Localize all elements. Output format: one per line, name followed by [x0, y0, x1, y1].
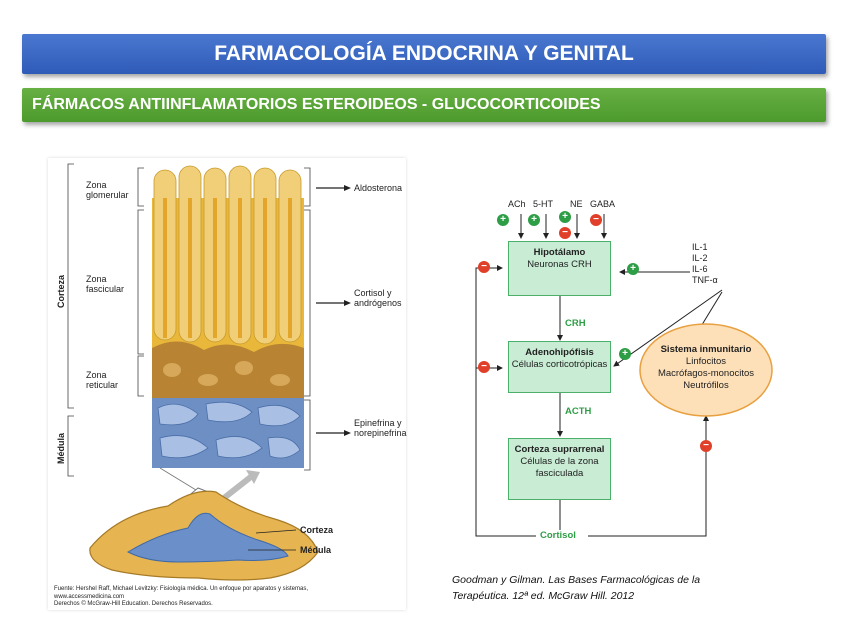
aldosterona-label: Aldosterona — [354, 183, 403, 193]
corteza-title: Corteza suprarrenal — [514, 444, 605, 455]
reference-line-2: Terapéutica. 12ª ed. McGraw Hill. 2012 — [452, 590, 635, 602]
zona-glomerular-label: Zona glomerular — [86, 180, 129, 200]
acth-label: ACTH — [565, 406, 592, 417]
epinefrina-label: Epinefrina y norepinefrina — [354, 418, 407, 438]
zona-reticular-label: Zona reticular — [86, 370, 119, 390]
minus-sign-gaba: − — [590, 214, 602, 226]
immune-title: Sistema inmunitario — [660, 344, 752, 355]
input-5ht: 5-HT — [533, 199, 553, 209]
immune-item-neutrofilos: Neutrófilos — [683, 380, 729, 391]
hipotalamo-sub: Neuronas CRH — [527, 259, 592, 270]
adenohipofisis-box: Adenohipófisis Células corticotrópicas — [508, 341, 611, 393]
cortisol-androgenos-label: Cortisol y andrógenos — [354, 288, 402, 308]
plus-sign-cytokine-hipotalamo: + — [627, 263, 639, 275]
plus-sign-5ht: + — [528, 214, 540, 226]
minus-sign-ne: − — [559, 227, 571, 239]
crh-label: CRH — [565, 318, 586, 329]
cortisol-label: Cortisol — [537, 530, 579, 541]
input-gaba: GABA — [590, 199, 616, 209]
cytokine-tnf: TNF-α — [692, 275, 718, 285]
hipotalamo-box: Hipotálamo Neuronas CRH — [508, 241, 611, 296]
page-title: FARMACOLOGÍA ENDOCRINA Y GENITAL — [22, 34, 826, 74]
immune-system-label: Sistema inmunitario Linfocitos Macrófago… — [642, 344, 770, 392]
figure-credits: Fuente: Hershel Raff, Michael Levitzky: … — [54, 586, 308, 609]
immune-item-linfocitos: Linfocitos — [685, 356, 727, 367]
medula-region-label: Médula — [56, 432, 66, 464]
adrenal-illustration — [67, 163, 351, 581]
hipotalamo-title: Hipotálamo — [533, 247, 586, 258]
cytokine-il2: IL-2 — [692, 253, 708, 263]
credit-line-1: Fuente: Hershel Raff, Michael Levitzky: … — [54, 586, 309, 592]
plus-sign-cytokine-adeno: + — [619, 348, 631, 360]
plus-sign-ach: + — [497, 214, 509, 226]
minus-sign-hipotalamo: − — [478, 261, 490, 273]
minus-sign-immune: − — [700, 440, 712, 452]
reference-citation: Goodman y Gilman. Las Bases Farmacológic… — [452, 572, 700, 604]
corteza-sub: Células de la zona fasciculada — [520, 456, 599, 479]
zona-fascicular-label: Zona fascicular — [86, 274, 125, 294]
credit-line-3: Derechos © McGraw-Hill Education. Derech… — [54, 601, 213, 607]
adeno-title: Adenohipófisis — [525, 347, 594, 358]
adrenal-histology-figure: Corteza Médula Zona glomerular Zona fasc… — [48, 158, 407, 610]
cytokine-list: IL-1 IL-2 IL-6 TNF-α — [692, 242, 718, 286]
corteza-suprarrenal-box: Corteza suprarrenal Células de la zona f… — [508, 438, 611, 500]
gland-corteza-label: Corteza — [300, 525, 334, 535]
credit-line-2: www.accessmedicina.com — [54, 593, 125, 600]
reference-line-1: Goodman y Gilman. Las Bases Farmacológic… — [452, 574, 701, 586]
immune-item-macrofagos: Macrófagos-monocitos — [657, 368, 755, 379]
cytokine-il1: IL-1 — [692, 242, 708, 252]
adeno-sub: Células corticotrópicas — [511, 359, 608, 370]
input-ach: ACh — [508, 199, 526, 209]
plus-sign-ne: + — [559, 211, 571, 223]
gland-medula-label: Médula — [300, 545, 332, 555]
corteza-region-label: Corteza — [56, 274, 66, 308]
minus-sign-adeno: − — [478, 361, 490, 373]
section-subtitle: FÁRMACOS ANTIINFLAMATORIOS ESTEROIDEOS -… — [22, 88, 826, 122]
input-ne: NE — [570, 199, 583, 209]
cytokine-il6: IL-6 — [692, 264, 708, 274]
